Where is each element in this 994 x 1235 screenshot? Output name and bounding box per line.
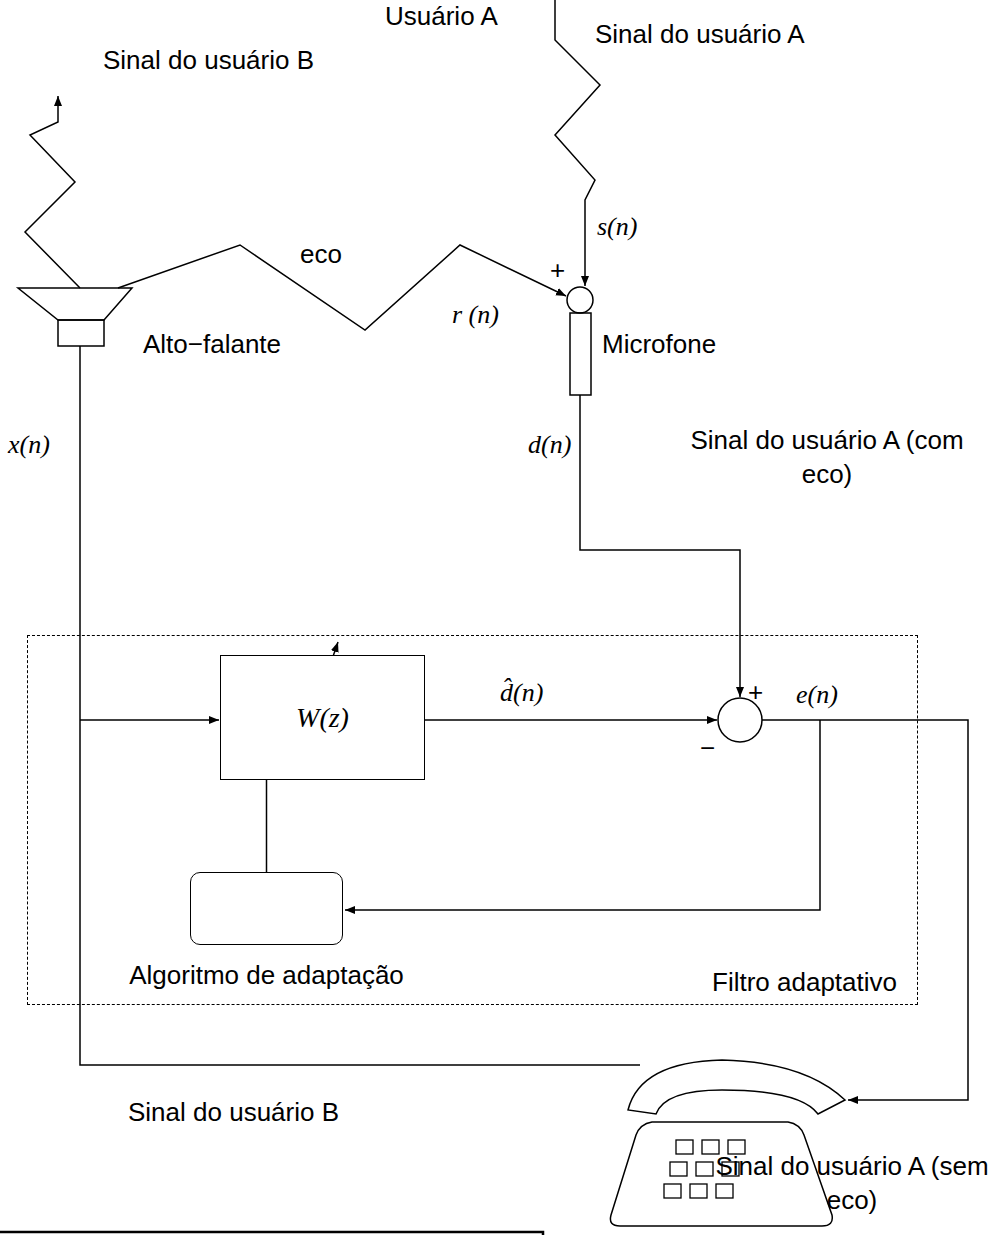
connector xyxy=(266,780,268,872)
signal-name: d(n) xyxy=(528,428,571,462)
filter-box: W(z) xyxy=(220,655,425,780)
text-label: + xyxy=(550,254,565,288)
text-label: Sinal do usuário A (sem eco) xyxy=(712,1150,992,1218)
text-label: + xyxy=(748,676,763,710)
microphone-symbol xyxy=(567,287,593,313)
signal-zigzag xyxy=(555,0,600,286)
telephone-symbol xyxy=(628,1060,845,1114)
text-label: Microfone xyxy=(602,328,716,362)
wire xyxy=(80,719,219,721)
wire xyxy=(425,719,717,721)
text-label: Sinal do usuário B xyxy=(103,44,314,78)
signal-zigzag xyxy=(25,96,80,288)
telephone-key xyxy=(696,1162,713,1176)
text-label: Sinal do usuário B xyxy=(128,1096,339,1130)
telephone-key xyxy=(716,1184,733,1198)
telephone-key xyxy=(690,1184,707,1198)
text-label: Sinal do usuário A xyxy=(595,18,805,52)
signal-name: e(n) xyxy=(796,678,838,712)
telephone-key xyxy=(670,1162,687,1176)
loudspeaker-symbol xyxy=(18,288,132,320)
box-label: Algoritmo de adaptação xyxy=(129,960,404,991)
wire xyxy=(80,346,640,1065)
signal-name: r (n) xyxy=(452,298,499,332)
text-label: Usuário A xyxy=(385,0,498,34)
text-label: eco xyxy=(300,238,342,272)
loudspeaker-symbol xyxy=(58,320,104,346)
telephone-key xyxy=(676,1140,693,1154)
frame-line xyxy=(0,1232,543,1235)
signal-name: d̂(n) xyxy=(500,676,543,710)
process-box: Algoritmo de adaptação xyxy=(190,872,343,945)
text-label: Alto−falante xyxy=(143,328,281,362)
microphone-symbol xyxy=(570,313,591,395)
signal-name: x(n) xyxy=(8,428,50,462)
transfer-function: W(z) xyxy=(296,702,349,734)
telephone-key xyxy=(664,1184,681,1198)
region-label: Filtro adaptativo xyxy=(712,967,897,998)
signal-name: s(n) xyxy=(597,210,637,244)
filter-region: Filtro adaptativo W(z) Algoritmo de adapta… xyxy=(27,635,918,1005)
text-label: Sinal do usuário A (com eco) xyxy=(672,424,982,492)
text-label: − xyxy=(700,732,715,766)
